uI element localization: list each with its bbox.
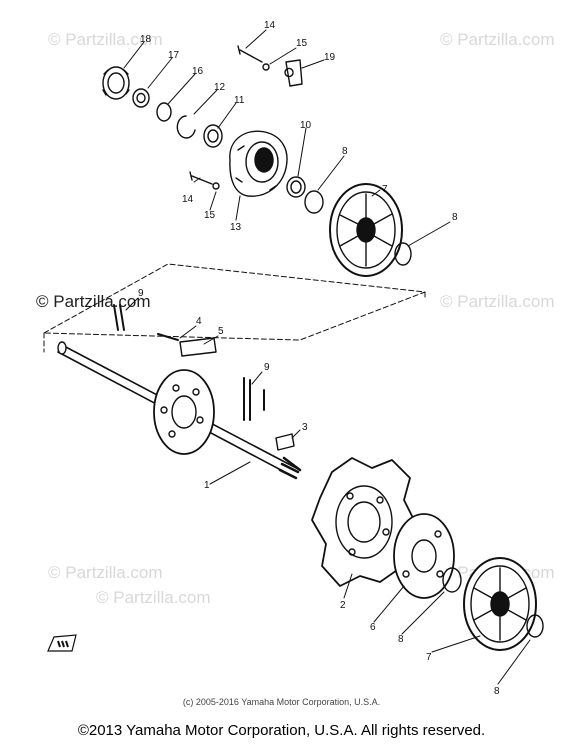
part-17-washer	[132, 88, 150, 108]
part-label: 5	[218, 326, 224, 337]
part-label: 3	[302, 422, 308, 433]
part-15-washer	[212, 182, 220, 190]
part-label: 19	[324, 52, 336, 63]
part-18-nut	[102, 66, 130, 100]
part-label: 10	[300, 120, 312, 131]
part-15-washer	[262, 63, 270, 71]
part-13-bearing-housing	[229, 130, 288, 197]
part-10-seal	[286, 176, 306, 198]
part-8-washer	[394, 242, 412, 266]
part-label: 1	[204, 480, 210, 491]
part-19-bracket	[284, 59, 303, 87]
part-label: 14	[264, 20, 276, 31]
part-label: 18	[140, 34, 152, 45]
part-label: 9	[264, 362, 270, 373]
part-label: 14	[182, 194, 194, 205]
part-8-washer	[442, 567, 462, 593]
leader-lines	[123, 29, 531, 685]
part-label: 17	[168, 50, 180, 61]
part-12-circlip	[176, 115, 196, 139]
yamaha-logo-icon	[47, 634, 77, 652]
part-label: 8	[494, 686, 500, 697]
part-8-washer	[304, 190, 324, 214]
part-9-pin	[243, 377, 265, 421]
part-label: 15	[296, 38, 308, 49]
copyright-small: (c) 2005-2016 Yamaha Motor Corporation, …	[182, 697, 381, 707]
part-label: 4	[196, 316, 202, 327]
part-hub-disc	[153, 369, 215, 455]
part-9-pin	[113, 304, 125, 331]
watermark: © Partzilla.com	[48, 563, 163, 582]
watermark: © Partzilla.com	[96, 588, 211, 607]
part-14-bolt	[237, 45, 263, 63]
part-label: 12	[214, 82, 226, 93]
part-label: 15	[204, 210, 216, 221]
part-label: 11	[234, 95, 245, 106]
part-8-washer	[526, 614, 544, 638]
part-label: 13	[230, 222, 242, 233]
part-label: 8	[342, 146, 348, 157]
part-labels: 18 17 16 12 11 14 15 19 10 8 7 8 14 15 1…	[138, 20, 500, 697]
part-14-bolt	[189, 171, 213, 185]
part-label: 16	[192, 66, 204, 77]
part-label: 7	[382, 184, 388, 195]
part-label: 8	[452, 212, 458, 223]
watermark: © Partzilla.com	[48, 30, 163, 49]
copyright-main: ©2013 Yamaha Motor Corporation, U.S.A. A…	[77, 722, 486, 739]
part-label: 2	[340, 600, 346, 611]
part-6-flange	[393, 513, 455, 599]
part-3-collar	[275, 433, 295, 451]
part-4-bolt	[157, 333, 179, 341]
part-2-sprocket	[311, 457, 415, 587]
part-label: 8	[398, 634, 404, 645]
watermark: © Partzilla.com	[440, 292, 555, 311]
part-7-wheel	[463, 557, 537, 651]
part-11-bearing	[203, 124, 223, 148]
part-label: 7	[426, 652, 432, 663]
part-label: 6	[370, 622, 376, 633]
part-label: 9	[138, 288, 144, 299]
watermark: © Partzilla.com	[36, 292, 151, 311]
part-7-wheel	[329, 183, 403, 277]
part-16-ring	[156, 102, 172, 122]
dashed-assembly-outline	[43, 263, 426, 353]
watermark: © Partzilla.com	[440, 30, 555, 49]
